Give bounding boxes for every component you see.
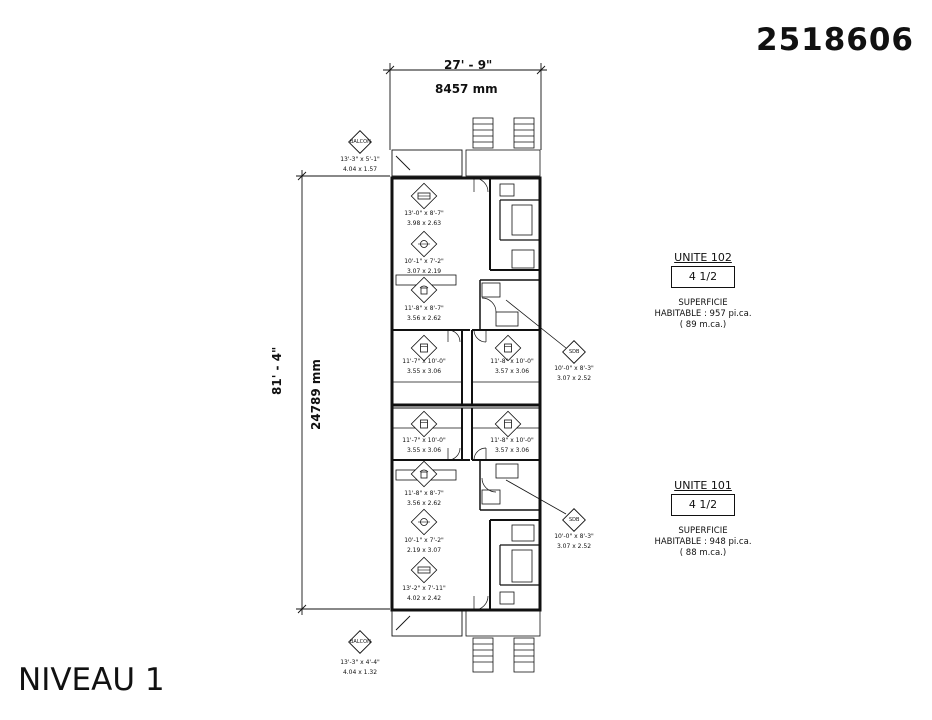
room-icons <box>410 182 522 584</box>
overall-width-metric: 8457 mm <box>435 82 498 96</box>
room-dim-bedroom-101-right: 11'-8" x 10'-0"3.57 x 3.06 <box>490 437 534 454</box>
overall-width-dimension <box>383 63 547 150</box>
overall-width-imperial: 27' - 9" <box>444 58 493 72</box>
room-dim-sdb-101: 10'-0" x 8'-3"3.07 x 2.52 <box>554 533 594 550</box>
room-dim-bedroom-102-right: 11'-8" x 10'-0"3.57 x 3.06 <box>490 358 534 375</box>
level-title: NIVEAU 1 <box>18 662 165 698</box>
bed-icon <box>494 334 522 362</box>
living-icon <box>410 182 438 210</box>
unit-101-area: SUPERFICIE HABITABLE : 948 pi.ca. ( 88 m… <box>633 526 773 559</box>
overall-depth-metric: 24789 mm <box>309 359 323 430</box>
unit-102-type: 4 1/2 <box>671 266 735 288</box>
overall-depth-imperial: 81' - 4" <box>270 346 284 395</box>
unit-102-area-label: SUPERFICIE <box>678 298 728 308</box>
bed-icon <box>494 410 522 438</box>
balcony-outlines <box>391 149 463 637</box>
unit-101-title: UNITE 101 <box>674 479 732 492</box>
unit-102-area: SUPERFICIE HABITABLE : 957 pi.ca. ( 89 m… <box>633 298 773 331</box>
room-dim-dining-102: 10'-1" x 7'-2"3.07 x 2.19 <box>404 258 444 275</box>
tag-diamonds <box>348 130 586 654</box>
unit-101-area-imperial: HABITABLE : 948 pi.ca. <box>654 537 752 547</box>
room-dim-balcon-top: 13'-3" x 5'-1"4.04 x 1.57 <box>340 156 380 173</box>
room-dim-kitchen-101: 11'-8" x 8'-7"3.56 x 2.62 <box>404 490 444 507</box>
kitchen-icon <box>410 460 438 488</box>
bed-icon <box>410 410 438 438</box>
unit-102-area-imperial: HABITABLE : 957 pi.ca. <box>654 309 752 319</box>
sdb-101-tag: SDB <box>569 517 580 523</box>
front-stairs-top <box>465 117 541 177</box>
unit-102-area-metric: ( 89 m.ca.) <box>679 320 727 330</box>
balcon-bottom-tag: BALCON <box>350 639 371 645</box>
room-dim-balcon-bottom: 13'-3" x 4'-4"4.04 x 1.32 <box>340 659 380 676</box>
unit-101-area-metric: ( 88 m.ca.) <box>679 548 727 558</box>
room-dim-bedroom-101-left: 11'-7" x 10'-0"3.55 x 3.06 <box>402 437 446 454</box>
dining-icon <box>410 508 438 536</box>
room-dim-living-102: 13'-0" x 8'-7"3.98 x 2.63 <box>404 210 444 227</box>
balcon-top-tag: BALCON <box>350 139 371 145</box>
room-dim-bedroom-102-left: 11'-7" x 10'-0"3.55 x 3.06 <box>402 358 446 375</box>
kitchen-icon <box>410 276 438 304</box>
plan-number: 2518606 <box>756 22 914 58</box>
dining-icon <box>410 230 438 258</box>
sdb-102-tag: SDB <box>569 349 580 355</box>
door-swings <box>447 177 497 611</box>
bed-icon <box>410 334 438 362</box>
unit-101-type: 4 1/2 <box>671 494 735 516</box>
front-stairs-bottom <box>465 609 541 673</box>
room-dim-kitchen-102: 11'-8" x 8'-7"3.56 x 2.62 <box>404 305 444 322</box>
sdb-leaders <box>505 299 567 515</box>
living-icon <box>410 556 438 584</box>
room-dim-sdb-102: 10'-0" x 8'-3"3.07 x 2.52 <box>554 365 594 382</box>
unit-101-area-label: SUPERFICIE <box>678 526 728 536</box>
unit-102-title: UNITE 102 <box>674 251 732 264</box>
overall-depth-dimension <box>296 170 390 615</box>
room-dim-living-101: 13'-2" x 7'-11"4.02 x 2.42 <box>402 585 446 602</box>
room-dim-dining-101: 10'-1" x 7'-2"2.19 x 3.07 <box>404 537 444 554</box>
